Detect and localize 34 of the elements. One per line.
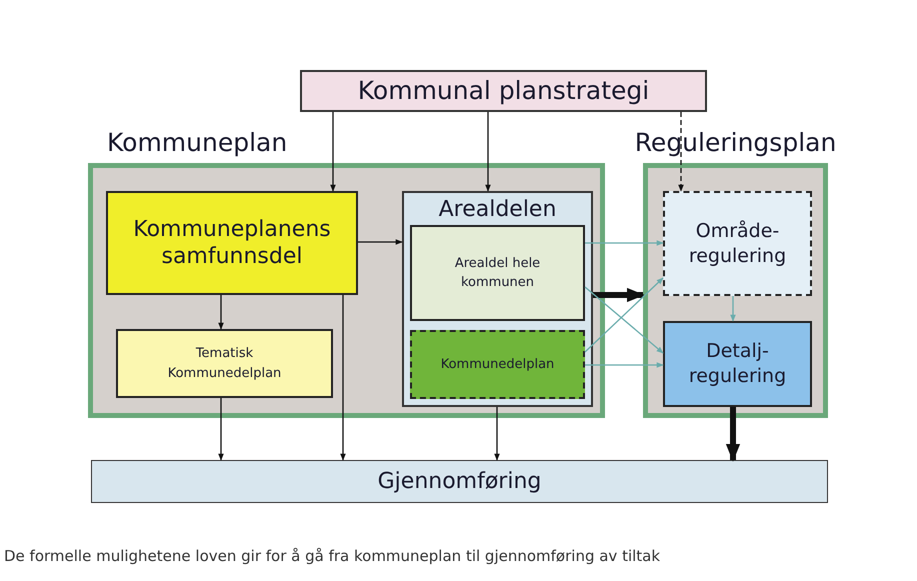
outcome-box xyxy=(91,460,828,503)
arrow xyxy=(494,407,500,461)
thick-arrow xyxy=(593,288,645,302)
arrow xyxy=(585,362,664,368)
box-label: Arealdel hele kommunen xyxy=(454,254,542,292)
process-box xyxy=(663,321,812,407)
process-box xyxy=(410,330,585,399)
caption: De formelle mulighetene loven gir for å gå fra kommuneplan til gjennomføring av tiltak xyxy=(4,546,660,567)
process-box xyxy=(663,191,812,296)
arrow xyxy=(585,240,664,246)
group-title: Arealdelen xyxy=(438,196,556,224)
thick-arrow xyxy=(726,407,740,462)
arrow xyxy=(218,295,224,330)
box-label: Kommunal planstrategi xyxy=(358,75,650,108)
box-label: Tematisk Kommunedelplan xyxy=(166,345,282,382)
strategy-box xyxy=(300,70,707,112)
group-title: Reguleringsplan xyxy=(634,128,836,157)
arrow xyxy=(730,296,736,322)
process-box xyxy=(116,329,333,398)
arrow xyxy=(485,112,491,192)
box-label: Område- regulering xyxy=(688,218,788,268)
process-box xyxy=(106,191,358,295)
arrow xyxy=(330,112,336,192)
arrow xyxy=(340,295,346,461)
arrow xyxy=(358,239,403,245)
box-label: Gjennomføring xyxy=(378,468,542,496)
group-title: Kommuneplan xyxy=(107,128,288,157)
process-box xyxy=(410,225,585,321)
arrow xyxy=(218,398,224,461)
box-label: Detalj- regulering xyxy=(688,339,788,389)
box-label: Kommunedelplan xyxy=(440,356,554,374)
box-label: Kommuneplanens samfunnsdel xyxy=(132,216,332,270)
group-box xyxy=(402,191,593,407)
arrow xyxy=(678,112,684,192)
